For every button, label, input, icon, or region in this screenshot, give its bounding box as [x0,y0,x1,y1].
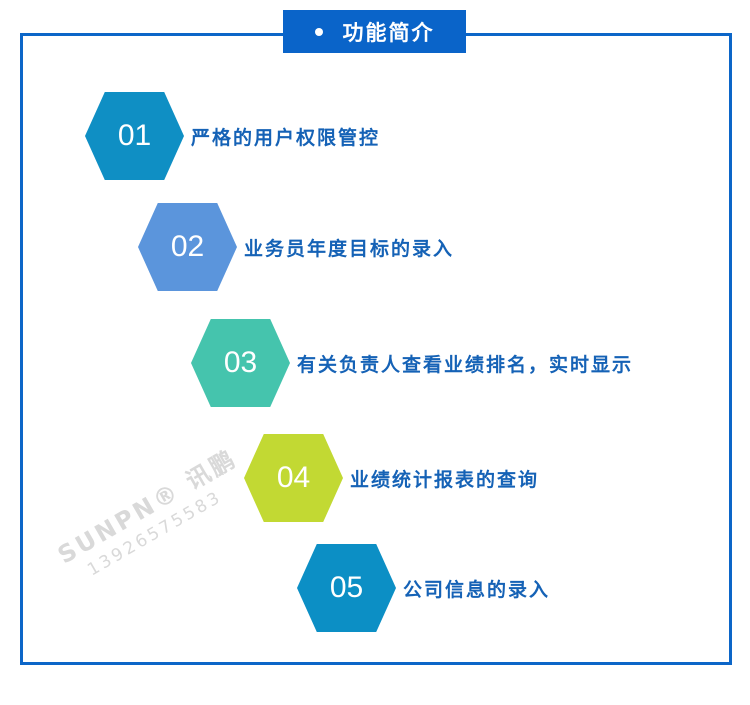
feature-number: 01 [117,119,152,152]
feature-label: 业务员年度目标的录入 [244,237,455,260]
hexagon-badge-icon: 01 [85,92,184,180]
feature-label: 严格的用户权限管控 [191,126,381,149]
hexagon-badge-icon: 04 [244,434,343,522]
feature-item-1: 01 严格的用户权限管控 [85,92,380,180]
feature-number: 05 [329,571,364,604]
feature-label: 公司信息的录入 [403,578,551,601]
section-title-text: 功能简介 [342,20,435,45]
feature-item-5: 05 公司信息的录入 [297,544,550,632]
feature-item-2: 02 业务员年度目标的录入 [138,203,454,291]
hexagon-badge-icon: 02 [138,203,237,291]
feature-number: 04 [276,461,311,494]
feature-label: 业绩统计报表的查询 [350,468,540,491]
section-title: 功能简介 [283,10,466,53]
feature-number: 02 [170,230,205,263]
feature-item-4: 04 业绩统计报表的查询 [244,434,539,522]
hexagon-badge-icon: 05 [297,544,396,632]
feature-label: 有关负责人查看业绩排名，实时显示 [297,353,634,376]
bullet-icon [314,27,323,36]
feature-item-3: 03 有关负责人查看业绩排名，实时显示 [191,319,633,407]
feature-number: 03 [223,346,258,379]
hexagon-badge-icon: 03 [191,319,290,407]
